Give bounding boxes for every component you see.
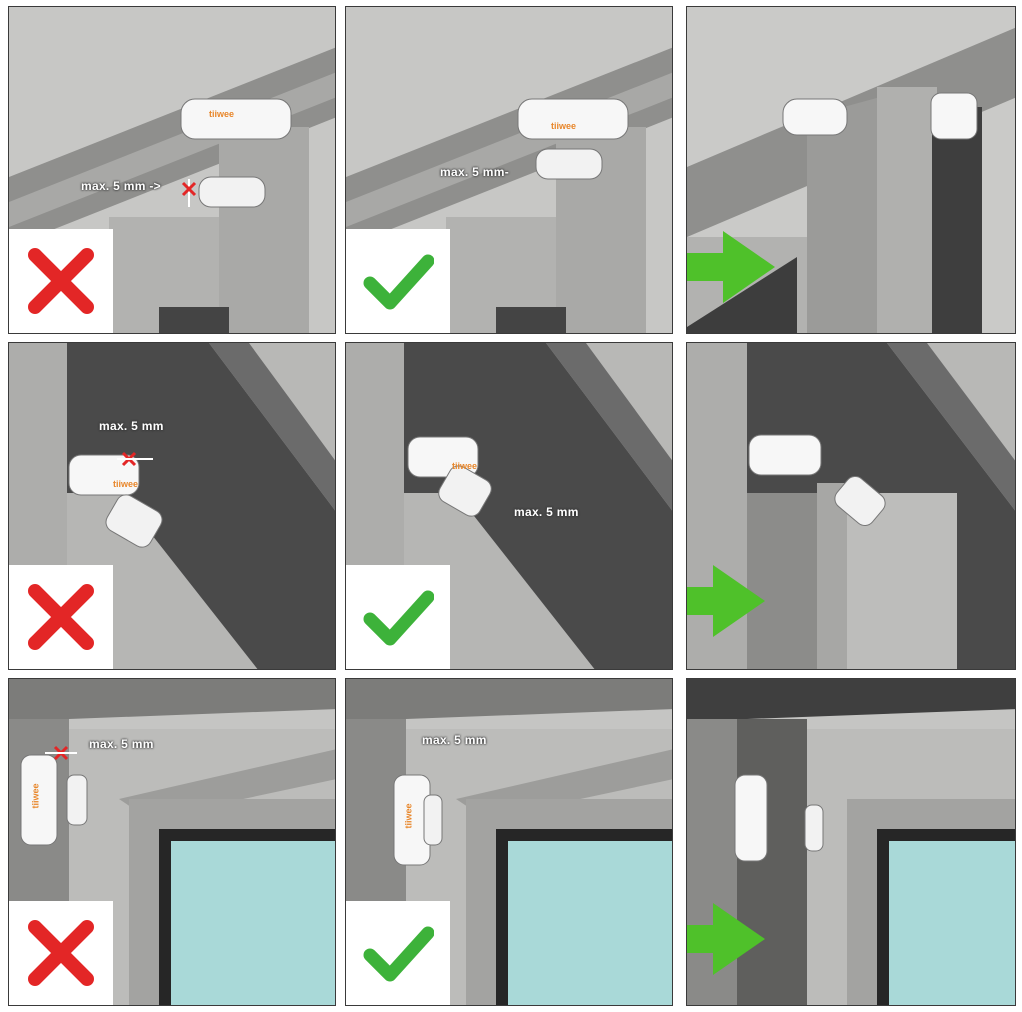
panel-top-correct: tiiwee max. 5 mm-	[345, 6, 673, 334]
gap-measure-label: max. 5 mm	[514, 505, 579, 519]
panel-frame-result	[686, 678, 1016, 1006]
sensor-brand-label: tiiwee	[403, 803, 414, 829]
gap-measure-label: max. 5 mm-	[440, 165, 510, 179]
check-icon	[363, 590, 434, 646]
gap-measure-label: max. 5 mm	[422, 733, 487, 747]
window-frame-illustration	[9, 343, 335, 669]
panel-frame-correct: tiiwee max. 5 mm	[345, 678, 673, 1006]
panel-frame-wrong: tiiwee max. 5 mm	[8, 678, 336, 1006]
sensor-brand-label: tiiwee	[209, 109, 235, 119]
sensor-brand-label: tiiwee	[452, 461, 478, 471]
window-frame-illustration	[9, 679, 335, 1005]
arrow-right-icon	[687, 565, 765, 637]
panel-top-wrong: tiiwee max. 5 mm ->	[8, 6, 336, 334]
verdict-badge-wrong	[9, 901, 113, 1005]
window-frame-illustration	[346, 7, 672, 333]
arrow-right-icon	[687, 903, 765, 975]
arrow-right-icon	[687, 231, 775, 303]
window-frame-illustration	[9, 7, 335, 333]
cross-icon	[28, 584, 94, 650]
window-frame-illustration	[346, 679, 672, 1005]
check-icon	[363, 926, 434, 982]
window-frame-illustration	[346, 343, 672, 669]
window-open-illustration	[687, 343, 1015, 669]
panel-side-wrong: tiiwee max. 5 mm	[8, 342, 336, 670]
window-open-illustration	[687, 7, 1015, 333]
sensor-brand-label: tiiwee	[30, 783, 41, 809]
verdict-badge-correct	[346, 565, 450, 669]
sensor-brand-label: tiiwee	[551, 121, 577, 131]
cross-icon	[28, 920, 94, 986]
verdict-badge-wrong	[9, 565, 113, 669]
panel-top-result	[686, 6, 1016, 334]
verdict-badge-correct	[346, 229, 450, 333]
gap-measure-label: max. 5 mm ->	[81, 179, 161, 193]
gap-measure-label: max. 5 mm	[99, 419, 164, 433]
sensor-brand-label: tiiwee	[113, 479, 139, 489]
gap-measure-label: max. 5 mm	[89, 737, 154, 751]
verdict-badge-correct	[346, 901, 450, 1005]
cross-icon	[28, 248, 94, 314]
verdict-badge-wrong	[9, 229, 113, 333]
panel-side-correct: tiiwee max. 5 mm	[345, 342, 673, 670]
panel-side-result	[686, 342, 1016, 670]
window-open-illustration	[687, 679, 1015, 1005]
check-icon	[363, 254, 434, 310]
